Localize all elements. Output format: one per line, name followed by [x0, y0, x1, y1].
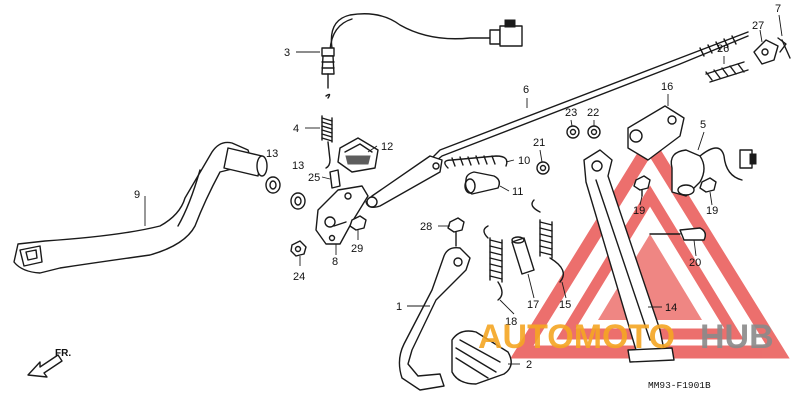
- callout-6: 6: [523, 84, 529, 96]
- part-5-switch-sensor: [670, 147, 757, 197]
- part-13-washer-lower: [290, 192, 306, 210]
- part-25-clip: [329, 169, 341, 189]
- callout-7: 7: [775, 3, 781, 15]
- part-19-bolt-right: [699, 177, 717, 193]
- part-14-side-stand: [583, 149, 675, 363]
- diagram-code: MM93-F1901B: [648, 380, 711, 391]
- part-10-spring: [444, 155, 508, 169]
- part-9-pedal-arm: [13, 141, 268, 274]
- part-20-pin: [649, 227, 707, 241]
- watermark-text-orange: AUTOMOTO: [478, 318, 675, 356]
- part-19-bolt-left: [633, 175, 651, 197]
- callout-13-lower: 13: [292, 160, 304, 172]
- part-18-spring: [483, 225, 503, 301]
- callout-labels: 1 2 3 4 5 6 7 8 9 10 11 12 13 13 14 15 1…: [134, 3, 781, 371]
- part-12-switch: [337, 137, 379, 173]
- part-8-bracket: [315, 185, 369, 245]
- part-23-washer: [566, 125, 580, 139]
- callout-12: 12: [381, 141, 393, 153]
- callout-19-right: 19: [706, 205, 718, 217]
- part-22-washer: [587, 125, 601, 139]
- callout-10: 10: [518, 155, 530, 167]
- callout-9: 9: [134, 189, 140, 201]
- callout-13-upper: 13: [266, 148, 278, 160]
- callout-20: 20: [689, 257, 701, 269]
- callout-27: 27: [752, 20, 764, 32]
- front-direction-indicator: FR.: [27, 348, 71, 378]
- callout-8: 8: [332, 256, 338, 268]
- part-17-sleeve: [511, 236, 535, 275]
- leader-lines: [144, 14, 783, 365]
- part-28-bolt: [447, 217, 465, 247]
- part-13-washer-upper: [265, 176, 281, 194]
- part-1-pedal: [398, 246, 471, 391]
- callout-5: 5: [700, 119, 706, 131]
- callout-25: 25: [308, 172, 320, 184]
- callout-2: 2: [526, 359, 532, 371]
- part-16-bracket: [627, 105, 685, 161]
- callout-14: 14: [665, 302, 677, 314]
- callout-26: 26: [717, 43, 729, 55]
- part-21-collar: [536, 161, 550, 175]
- part-27-joint: [753, 39, 779, 65]
- part-26-spring: [705, 61, 749, 83]
- part-15-spring: [531, 199, 564, 283]
- part-6-brake-rod: [365, 31, 749, 209]
- callout-16: 16: [661, 81, 673, 93]
- callout-17: 17: [527, 299, 539, 311]
- part-3-stop-switch-wire: [321, 13, 523, 89]
- callout-22: 22: [587, 107, 599, 119]
- part-4-spring: [321, 93, 333, 169]
- callout-19-left: 19: [633, 205, 645, 217]
- front-arrow-icon: [27, 354, 63, 378]
- part-29-bolt: [333, 215, 367, 231]
- part-2-pedal-rubber: [451, 330, 512, 385]
- part-24-nut: [290, 240, 307, 257]
- part-7-pin: [777, 37, 791, 59]
- callout-23: 23: [565, 107, 577, 119]
- callout-28: 28: [420, 221, 432, 233]
- callout-4: 4: [293, 123, 299, 135]
- callout-21: 21: [533, 137, 545, 149]
- watermark-text: AUTOMOTO HUB: [478, 318, 774, 356]
- callout-18: 18: [505, 316, 517, 328]
- callout-15: 15: [559, 299, 571, 311]
- watermark-text-gray: HUB: [700, 318, 774, 356]
- part-11-rubber: [464, 171, 501, 195]
- callout-11: 11: [512, 186, 523, 198]
- direction-label: FR.: [55, 348, 71, 359]
- callout-1: 1: [396, 301, 402, 313]
- callout-29: 29: [351, 243, 363, 255]
- callout-24: 24: [293, 271, 305, 283]
- callout-3: 3: [284, 47, 290, 59]
